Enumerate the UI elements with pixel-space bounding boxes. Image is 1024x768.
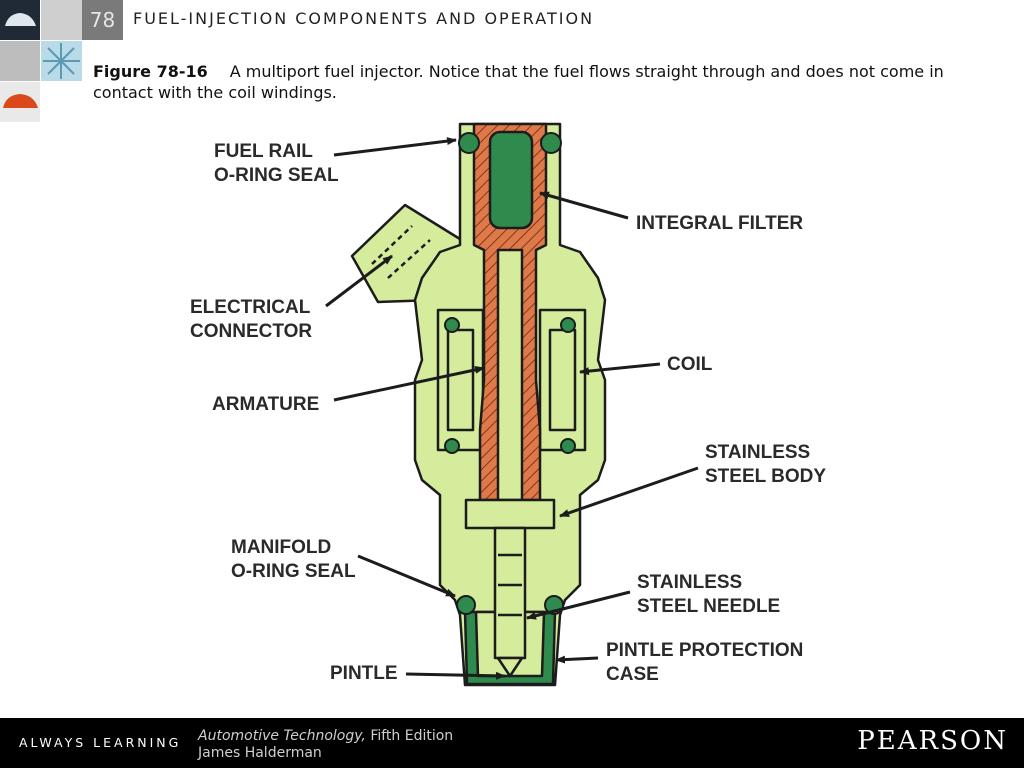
chapter-number: 78 bbox=[82, 0, 123, 40]
arrow-fuel-rail bbox=[333, 137, 457, 157]
label-stainless-needle-1: STAINLESS bbox=[637, 572, 742, 593]
caption-text: A multiport fuel injector. Notice that t… bbox=[93, 62, 944, 102]
arrow-manifold-o-ring bbox=[357, 554, 456, 598]
fuel-passage bbox=[496, 248, 524, 502]
header-thumbnails bbox=[0, 0, 82, 122]
label-stainless-needle-2: STEEL NEEDLE bbox=[637, 596, 780, 617]
gray-thumbnail-2 bbox=[0, 41, 40, 81]
label-manifold-seal: O-RING SEAL bbox=[231, 561, 356, 582]
arrow-integral-filter bbox=[539, 191, 629, 220]
arrow-stainless-steel-body bbox=[559, 466, 699, 518]
car-icon bbox=[5, 13, 36, 26]
integral-filter bbox=[488, 130, 534, 230]
manifold-o-ring-left bbox=[456, 595, 476, 615]
book-credit: Automotive Technology, Fifth Edition Jam… bbox=[198, 728, 453, 762]
label-integral-filter: INTEGRAL FILTER bbox=[636, 213, 803, 234]
label-pintle: PINTLE bbox=[330, 663, 398, 684]
arrow-armature bbox=[333, 365, 485, 402]
book-title: Automotive Technology, bbox=[198, 728, 366, 744]
turbine-icon bbox=[43, 43, 80, 79]
pintle-tip bbox=[496, 656, 524, 678]
coil-left bbox=[436, 308, 485, 452]
label-connector: CONNECTOR bbox=[190, 321, 312, 342]
label-electrical: ELECTRICAL bbox=[190, 297, 311, 318]
label-stainless-body-2: STEEL BODY bbox=[705, 466, 826, 487]
label-stainless-body-1: STAINLESS bbox=[705, 442, 810, 463]
figure-label: Figure 78-16 bbox=[93, 62, 208, 81]
thumbnail-images bbox=[0, 0, 82, 122]
seal-right bbox=[560, 438, 576, 454]
leader-arrows bbox=[325, 137, 699, 680]
seal-left bbox=[444, 438, 460, 454]
coil-left-winding bbox=[446, 328, 475, 432]
arrow-pintle-protection-case bbox=[555, 655, 599, 664]
label-fuel-rail-seal: O-RING SEAL bbox=[214, 165, 339, 186]
fuel-injector-diagram: FUEL RAIL O-RING SEAL INTEGRAL FILTER EL… bbox=[190, 122, 826, 687]
fuel-rail-o-ring-left bbox=[458, 132, 480, 154]
arrow-pintle bbox=[405, 671, 506, 680]
connector-pins bbox=[371, 225, 413, 265]
label-pintle-case-2: CASE bbox=[606, 664, 659, 685]
pearson-logo: PEARSON bbox=[857, 726, 1008, 756]
connector-pins-2 bbox=[387, 239, 431, 279]
book-edition: Fifth Edition bbox=[365, 728, 454, 744]
arrow-electrical-connector bbox=[325, 254, 393, 308]
always-learning-slogan: ALWAYS LEARNING bbox=[19, 735, 182, 750]
label-pintle-case-1: PINTLE PROTECTION bbox=[606, 640, 803, 661]
arrow-stainless-steel-needle bbox=[526, 590, 631, 620]
label-armature: ARMATURE bbox=[212, 394, 319, 415]
label-fuel-rail: FUEL RAIL bbox=[214, 141, 313, 162]
injector-body bbox=[350, 122, 607, 687]
label-manifold: MANIFOLD bbox=[231, 537, 331, 558]
fuel-rail-o-ring-right bbox=[540, 132, 562, 154]
needle-guide bbox=[464, 498, 556, 530]
book-author: James Halderman bbox=[198, 745, 322, 761]
stainless-steel-needle bbox=[493, 526, 527, 660]
seal-left-top bbox=[444, 317, 460, 333]
chapter-title: FUEL-INJECTION COMPONENTS AND OPERATION bbox=[133, 9, 595, 28]
gray-thumbnail bbox=[41, 0, 82, 40]
sportscar-icon bbox=[3, 94, 38, 108]
label-coil: COIL bbox=[667, 354, 713, 375]
seal-right-top bbox=[560, 317, 576, 333]
arrow-coil bbox=[579, 362, 661, 376]
footer-bar: ALWAYS LEARNING Automotive Technology, F… bbox=[0, 718, 1024, 768]
